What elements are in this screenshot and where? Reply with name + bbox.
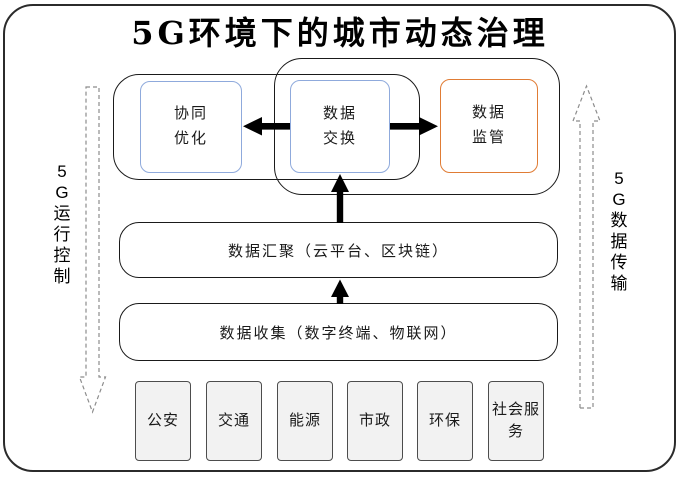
data-supervision-box: 数据 监管 <box>440 79 538 173</box>
source-box-social-services: 社会服务 <box>488 381 544 461</box>
source-box-public-security: 公安 <box>135 381 191 461</box>
data-aggregation-row: 数据汇聚（云平台、区块链） <box>119 222 558 278</box>
data-exchange-box: 数据 交换 <box>290 80 390 173</box>
source-box-energy: 能源 <box>277 381 333 461</box>
source-box-environment: 环保 <box>417 381 473 461</box>
page-frame <box>3 4 676 472</box>
left-channel-label: 5G运行控制 <box>53 162 71 286</box>
data-collection-row: 数据收集（数字终端、物联网） <box>119 303 558 361</box>
collaborative-optimization-box: 协同 优化 <box>140 81 242 173</box>
right-channel-label: 5G数据传输 <box>610 169 628 293</box>
source-box-traffic: 交通 <box>206 381 262 461</box>
page-title: 5G环境下的城市动态治理 <box>131 14 549 52</box>
source-box-municipal: 市政 <box>347 381 403 461</box>
